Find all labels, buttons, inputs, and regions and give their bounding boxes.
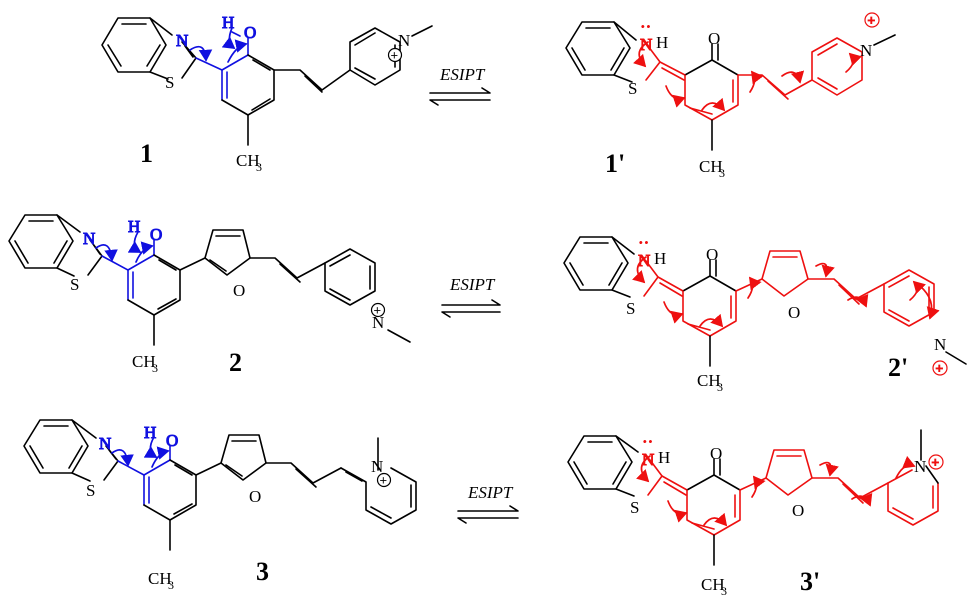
molecule-1-keto	[565, 21, 896, 151]
equilibrium-arrow-3: ESIPT	[457, 483, 519, 524]
svg-text:N: N	[372, 313, 384, 332]
positive-charge-icon: +	[387, 48, 403, 63]
svg-text:H: H	[144, 423, 156, 442]
svg-text:O: O	[150, 225, 162, 244]
positive-charge-icon: +	[864, 12, 880, 28]
electron-flow-arrows-3	[111, 436, 170, 468]
svg-text:N: N	[371, 457, 383, 476]
svg-text:+: +	[391, 48, 399, 63]
methyl-ch: CH	[236, 151, 260, 170]
positive-charge-icon: +	[376, 473, 392, 488]
esipt-label-1: ESIPT	[439, 65, 486, 84]
compound-label-1-keto: 1'	[605, 149, 625, 178]
compound-label-3-keto: 3'	[800, 567, 820, 596]
atom-n: N	[176, 31, 188, 50]
molecule-1-labels: N S O H CH 3 N +	[165, 13, 410, 175]
svg-text:N: N	[860, 41, 872, 60]
svg-text:S: S	[70, 275, 79, 294]
positive-charge-icon: +	[928, 454, 944, 470]
svg-text:N: N	[83, 229, 95, 248]
svg-text:N: N	[934, 335, 946, 354]
molecule-2-keto-labels: N ·· H S O O CH 3 N +	[626, 233, 948, 394]
svg-text:N: N	[914, 457, 926, 476]
svg-text:H: H	[654, 249, 666, 268]
esipt-label-3: ESIPT	[467, 483, 514, 502]
svg-text:+: +	[932, 455, 940, 470]
svg-text:CH: CH	[697, 371, 721, 390]
atom-o: O	[244, 23, 256, 42]
electron-flow-arrows-3-keto	[635, 455, 916, 527]
svg-text:H: H	[128, 217, 140, 236]
svg-text:O: O	[233, 281, 245, 300]
atom-s: S	[165, 73, 174, 92]
svg-text:N: N	[638, 251, 650, 270]
svg-text:3: 3	[152, 361, 158, 375]
svg-text:O: O	[710, 444, 722, 463]
methyl-subscript: 3	[256, 160, 262, 174]
svg-text:S: S	[630, 498, 639, 517]
svg-text:+: +	[936, 361, 944, 376]
svg-text:3: 3	[719, 166, 725, 180]
equilibrium-arrow-2: ESIPT	[441, 275, 501, 318]
molecule-3-keto-labels: N ·· H S O O CH 3 N +	[630, 432, 944, 598]
svg-text:H: H	[658, 448, 670, 467]
esipt-label-2: ESIPT	[449, 275, 496, 294]
svg-text:··: ··	[638, 233, 649, 252]
svg-text:O: O	[166, 431, 178, 450]
molecule-1-enol	[101, 17, 433, 146]
svg-text:S: S	[86, 481, 95, 500]
svg-text:N: N	[642, 450, 654, 469]
compound-label-3: 3	[256, 557, 269, 586]
positive-charge-icon: +	[932, 360, 948, 376]
svg-text:+: +	[380, 473, 388, 488]
molecule-3-labels: N S O H O CH 3 N +	[86, 423, 392, 592]
electron-flow-arrows-1	[189, 27, 248, 63]
svg-text:O: O	[788, 303, 800, 322]
compound-label-2-keto: 2'	[888, 353, 908, 382]
svg-text:O: O	[792, 501, 804, 520]
svg-text:N: N	[640, 35, 652, 54]
svg-text:CH: CH	[701, 575, 725, 594]
molecule-2-labels: N S O H O CH 3 N +	[70, 217, 386, 375]
svg-text:O: O	[708, 29, 720, 48]
electron-flow-arrows-1-keto	[633, 41, 863, 112]
svg-text:O: O	[249, 487, 261, 506]
molecule-2-enol	[8, 214, 411, 346]
molecule-2-keto	[563, 236, 967, 367]
svg-text:··: ··	[642, 432, 653, 451]
lone-pair: ··	[640, 17, 651, 36]
electron-flow-arrows-2	[95, 231, 154, 263]
svg-text:3: 3	[168, 578, 174, 592]
svg-text:3: 3	[717, 380, 723, 394]
svg-text:S: S	[626, 299, 635, 318]
equilibrium-arrow-1: ESIPT	[429, 65, 491, 106]
molecule-3-keto	[567, 429, 939, 566]
svg-text:H: H	[656, 33, 668, 52]
molecule-3-enol	[23, 419, 417, 551]
svg-text:+: +	[374, 303, 382, 318]
svg-text:CH: CH	[699, 157, 723, 176]
svg-text:CH: CH	[148, 569, 172, 588]
svg-text:3: 3	[721, 584, 727, 598]
svg-text:O: O	[706, 245, 718, 264]
svg-text:N: N	[99, 434, 111, 453]
positive-charge-icon: +	[370, 303, 386, 318]
compound-label-2: 2	[229, 348, 242, 377]
atom-n-pyridinium: N	[398, 31, 410, 50]
svg-text:S: S	[628, 79, 637, 98]
svg-text:+: +	[868, 13, 876, 28]
svg-text:CH: CH	[132, 352, 156, 371]
compound-label-1: 1	[140, 139, 153, 168]
molecule-1-keto-labels: N ·· H S O CH 3 N +	[628, 12, 880, 180]
electron-flow-arrows-2-keto	[631, 256, 940, 328]
